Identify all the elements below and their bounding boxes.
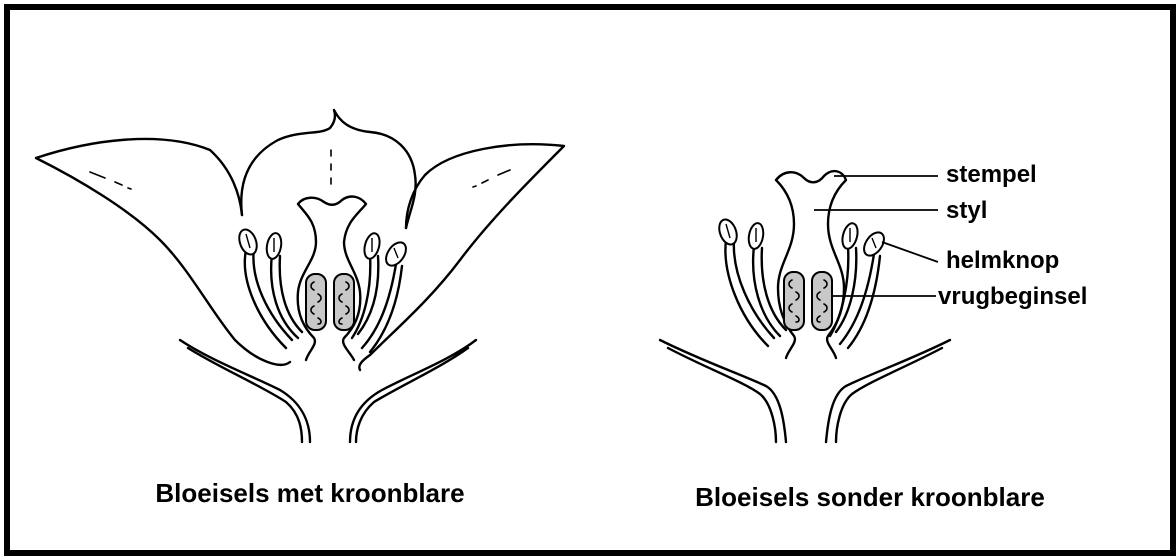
anther-label: helmknop (946, 247, 1059, 274)
anther-pointer (882, 242, 938, 262)
style-label: styl (946, 197, 987, 224)
right-ovary-locule-1 (784, 272, 804, 330)
flower-with-petals (36, 110, 564, 442)
petal-vein-left (90, 172, 131, 189)
left-ovary-locule-2 (334, 274, 354, 330)
petal-vein-right (473, 170, 510, 187)
diagram-frame: stempel styl helmknop vrugbeginsel Bloei… (4, 4, 1176, 556)
caption-without-petals: Bloeisels sonder kroonblare (695, 482, 1045, 512)
caption-with-petals: Bloeisels met kroonblare (155, 478, 464, 508)
flower-diagram: stempel styl helmknop vrugbeginsel Bloei… (10, 10, 1170, 550)
flower-without-petals (660, 171, 950, 442)
stigma-label: stempel (946, 161, 1037, 188)
left-ovary-locule-1 (306, 274, 326, 330)
right-ovary-locule-2 (812, 272, 832, 330)
ovary-label: vrugbeginsel (938, 283, 1087, 310)
left-sepals (180, 340, 476, 442)
top-petal (241, 110, 415, 228)
right-sepals (660, 340, 950, 442)
